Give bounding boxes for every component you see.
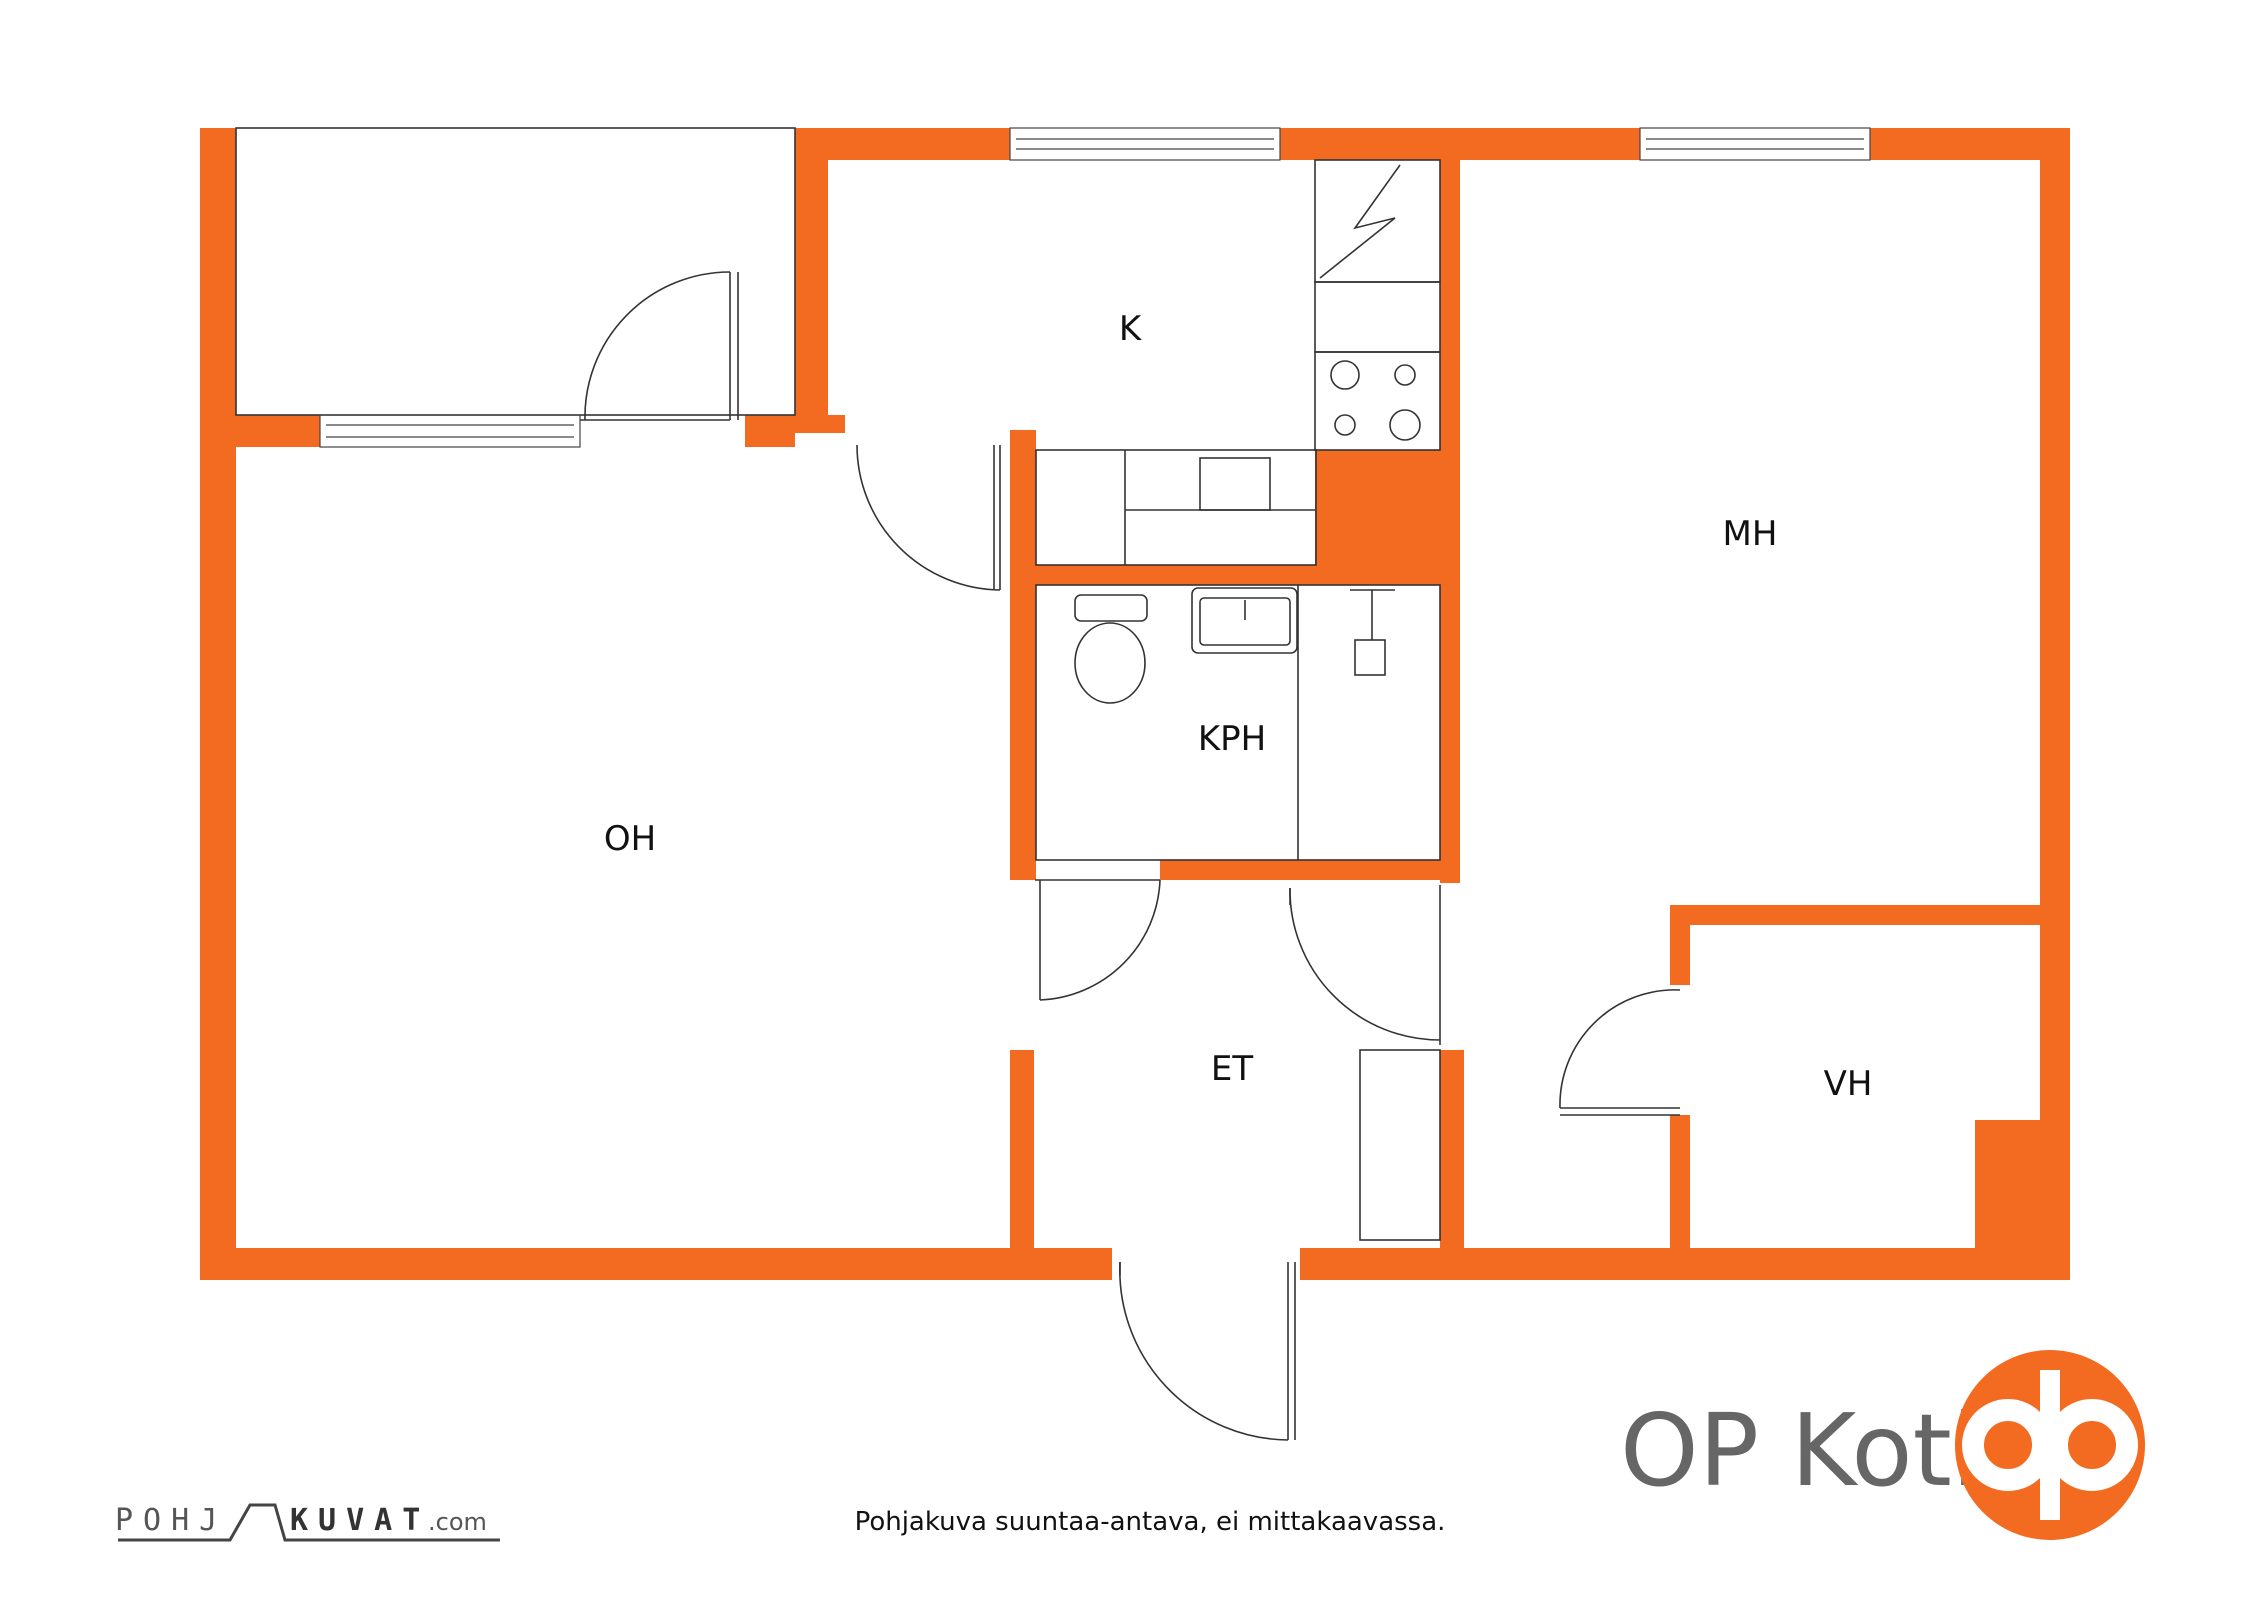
pohjakuvat-logo-part2: KUVAT (290, 1503, 430, 1538)
pohjakuvat-logo-suffix: .com (428, 1508, 487, 1536)
brand-name: OP Koti (1620, 1392, 1980, 1509)
room-label-vh: VH (1824, 1064, 1873, 1104)
room-label-k: K (1119, 309, 1143, 349)
room-label-oh: OH (604, 819, 656, 859)
fixtures (235, 127, 1871, 1441)
room-label-mh: MH (1723, 514, 1778, 554)
walls (200, 128, 2070, 1280)
pohjakuvat-logo: POHJ KUVAT .com (115, 1503, 500, 1542)
disclaimer-caption: Pohjakuva suuntaa-antava, ei mittakaavas… (855, 1507, 1446, 1537)
room-label-kph: KPH (1198, 719, 1266, 759)
room-label-et: ET (1211, 1049, 1253, 1089)
pohjakuvat-logo-part1: POHJ (115, 1503, 227, 1538)
op-logo-icon (1955, 1350, 2145, 1540)
